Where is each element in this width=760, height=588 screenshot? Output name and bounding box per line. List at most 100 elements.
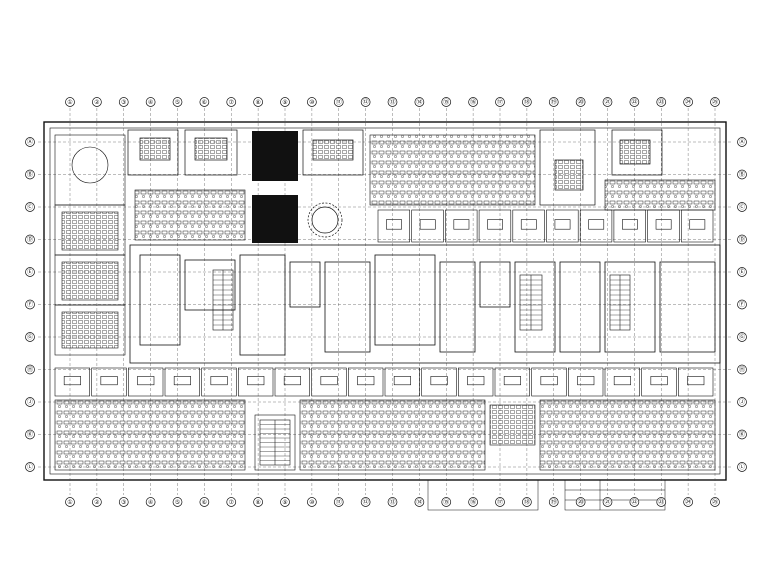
axis-label: ⑪ [336,98,342,106]
axis-bubble [280,497,290,507]
axis-label: Ⓛ [27,463,33,471]
axis-label: ⑳ [578,98,584,106]
office-room [54,367,90,397]
axis-bubble [172,497,183,507]
axis-label: Ⓔ [739,268,745,276]
axis-label: ⑦ [229,99,235,106]
axis-label: Ⓑ [27,171,33,179]
lower-stair [259,419,291,466]
axis-bubble [737,364,747,375]
axis-label: Ⓐ [739,138,745,146]
axis-label: ⑱ [524,498,530,506]
axis-label: ⑪ [336,498,342,506]
axis-label: Ⓕ [27,301,33,309]
axis-bubble [522,497,532,507]
axis-bubble [253,497,263,507]
title-block [427,479,666,511]
axis-label: ㉑ [604,98,610,106]
axis-bubble [387,497,398,507]
axis-bubble [307,497,317,507]
office-room [478,209,512,243]
axis-label: ㉔ [685,498,691,506]
axis-label: ② [94,99,100,106]
axis-label: Ⓕ [739,301,745,309]
office-room [445,209,478,243]
axis-label: ㉒ [631,98,637,106]
axis-label: Ⓗ [27,366,33,374]
office-room [311,367,347,397]
axis-label: Ⓙ [739,398,745,406]
axis-bubble [737,462,747,472]
axis-label: Ⓖ [27,333,33,341]
office-room [201,367,237,397]
axis-label: Ⓛ [739,463,745,471]
office-room [458,367,494,397]
axis-bubble [25,462,35,472]
axis-bubble [25,299,35,310]
office-room [164,367,200,397]
office-room [348,367,384,397]
axis-label: ⑨ [282,499,287,506]
axis-label: ⑧ [255,499,260,506]
axis-bubble [172,97,183,107]
axis-label: ㉑ [604,498,610,506]
axis-bubble [25,364,35,375]
axis-label: ㉔ [685,98,691,106]
left-training-area [54,134,126,356]
axis-bubble [710,497,720,507]
axis-label: ⑲ [551,98,557,106]
office-room [604,367,640,397]
lower-open-office [54,399,716,471]
axis-label: ㉒ [631,498,637,506]
office-room [680,209,714,243]
axis-bubble [118,97,129,107]
axis-label: Ⓗ [739,366,745,374]
axis-label: Ⓓ [739,236,745,244]
office-room [91,367,127,397]
axis-bubble [65,497,75,507]
axis-label: ㉕ [712,98,718,106]
axis-bubble [199,497,210,507]
axis-bubble [575,97,586,107]
office-room [647,209,680,243]
axis-bubble [441,497,452,507]
axis-bubble [280,97,290,107]
axis-bubble [25,202,35,212]
axis-label: ⑨ [282,99,287,106]
axis-label: ⑥ [202,499,207,506]
axis-bubble [575,497,586,507]
axis-bubble [92,97,102,107]
axis-label: ⑤ [175,499,180,506]
axis-label: ㉕ [712,498,718,506]
middle-core-band [129,244,721,364]
axis-label: ④ [148,99,153,106]
axis-bubble [548,497,559,507]
axis-label: ⑤ [175,99,180,106]
axis-label: ⑮ [443,98,449,106]
axis-bubble [468,97,478,107]
axis-bubble [199,97,210,107]
axis-label: ① [67,99,72,106]
axis-bubble [360,97,371,107]
axis-bubble [468,497,478,507]
axis-label: ⑬ [389,98,395,106]
office-room [579,209,613,243]
axis-bubble [737,397,747,407]
stair-treads [212,269,631,331]
axis-bubble [656,497,667,507]
axis-label: ⑲ [551,498,557,506]
axis-bubble [495,97,505,107]
axis-bubble [737,299,747,310]
axis-bubble [548,97,559,107]
axis-bubble [118,497,129,507]
axis-label: ⑥ [202,99,207,106]
axis-label: ③ [121,99,126,106]
round-conference-table [307,202,343,238]
office-room [128,367,164,397]
cellular-offices-row-lower [54,367,714,397]
axis-bubble [602,97,613,107]
axis-label: ⑩ [309,499,314,506]
